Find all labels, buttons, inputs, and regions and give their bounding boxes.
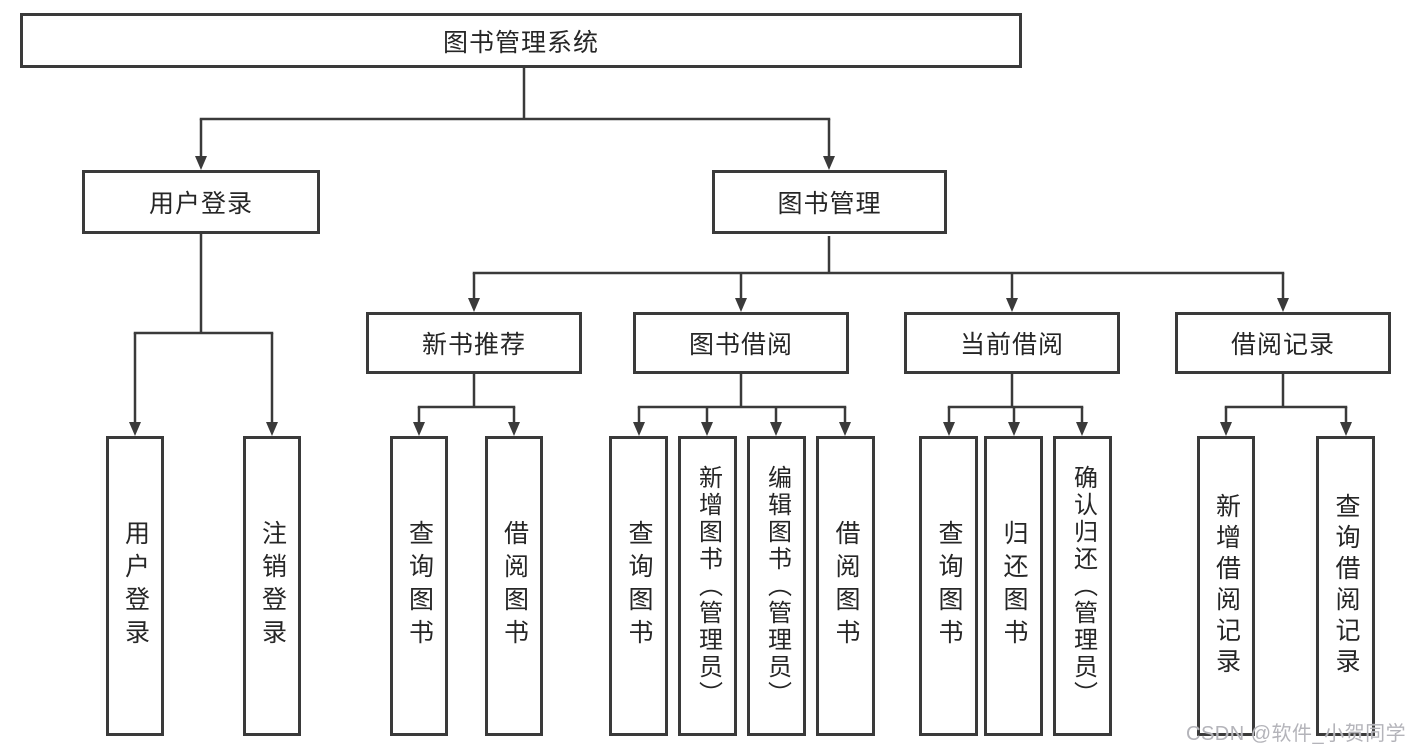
node-leaf-br-query-record: 查询借阅记录 — [1316, 436, 1375, 736]
node-book-borrow: 图书借阅 — [633, 312, 849, 374]
node-leaf-br-add-record: 新增借阅记录 — [1197, 436, 1255, 736]
node-leaf-bb-add-book: 新增图书（管理员） — [678, 436, 737, 736]
node-root: 图书管理系统 — [20, 13, 1022, 68]
node-leaf-bb-query-book: 查询图书 — [609, 436, 668, 736]
node-leaf-bb-edit-book: 编辑图书（管理员） — [747, 436, 806, 736]
edge-book-borrow-children — [633, 374, 851, 436]
edge-root-children — [195, 68, 835, 170]
node-current-borrow: 当前借阅 — [904, 312, 1120, 374]
node-leaf-cb-return-book: 归还图书 — [984, 436, 1043, 736]
node-borrow-record: 借阅记录 — [1175, 312, 1391, 374]
edge-borrow-record-children — [1220, 374, 1352, 436]
watermark: CSDN @软件_小贺同学 — [1186, 723, 1405, 745]
node-leaf-logout: 注销登录 — [243, 436, 301, 736]
node-leaf-rec-query-book: 查询图书 — [390, 436, 448, 736]
edge-current-borrow-children — [943, 374, 1088, 436]
node-leaf-bb-borrow-book: 借阅图书 — [816, 436, 875, 736]
node-leaf-cb-confirm-return: 确认归还（管理员） — [1053, 436, 1112, 736]
edge-book-mgmt-children — [468, 236, 1289, 312]
edge-user-login-children — [129, 233, 278, 436]
node-new-book-rec: 新书推荐 — [366, 312, 582, 374]
node-leaf-user-login: 用户登录 — [106, 436, 164, 736]
edge-new-book-rec-children — [413, 374, 520, 436]
node-user-login: 用户登录 — [82, 170, 320, 234]
node-leaf-rec-borrow-book: 借阅图书 — [485, 436, 543, 736]
node-leaf-cb-query-book: 查询图书 — [919, 436, 978, 736]
node-book-mgmt: 图书管理 — [712, 170, 947, 234]
